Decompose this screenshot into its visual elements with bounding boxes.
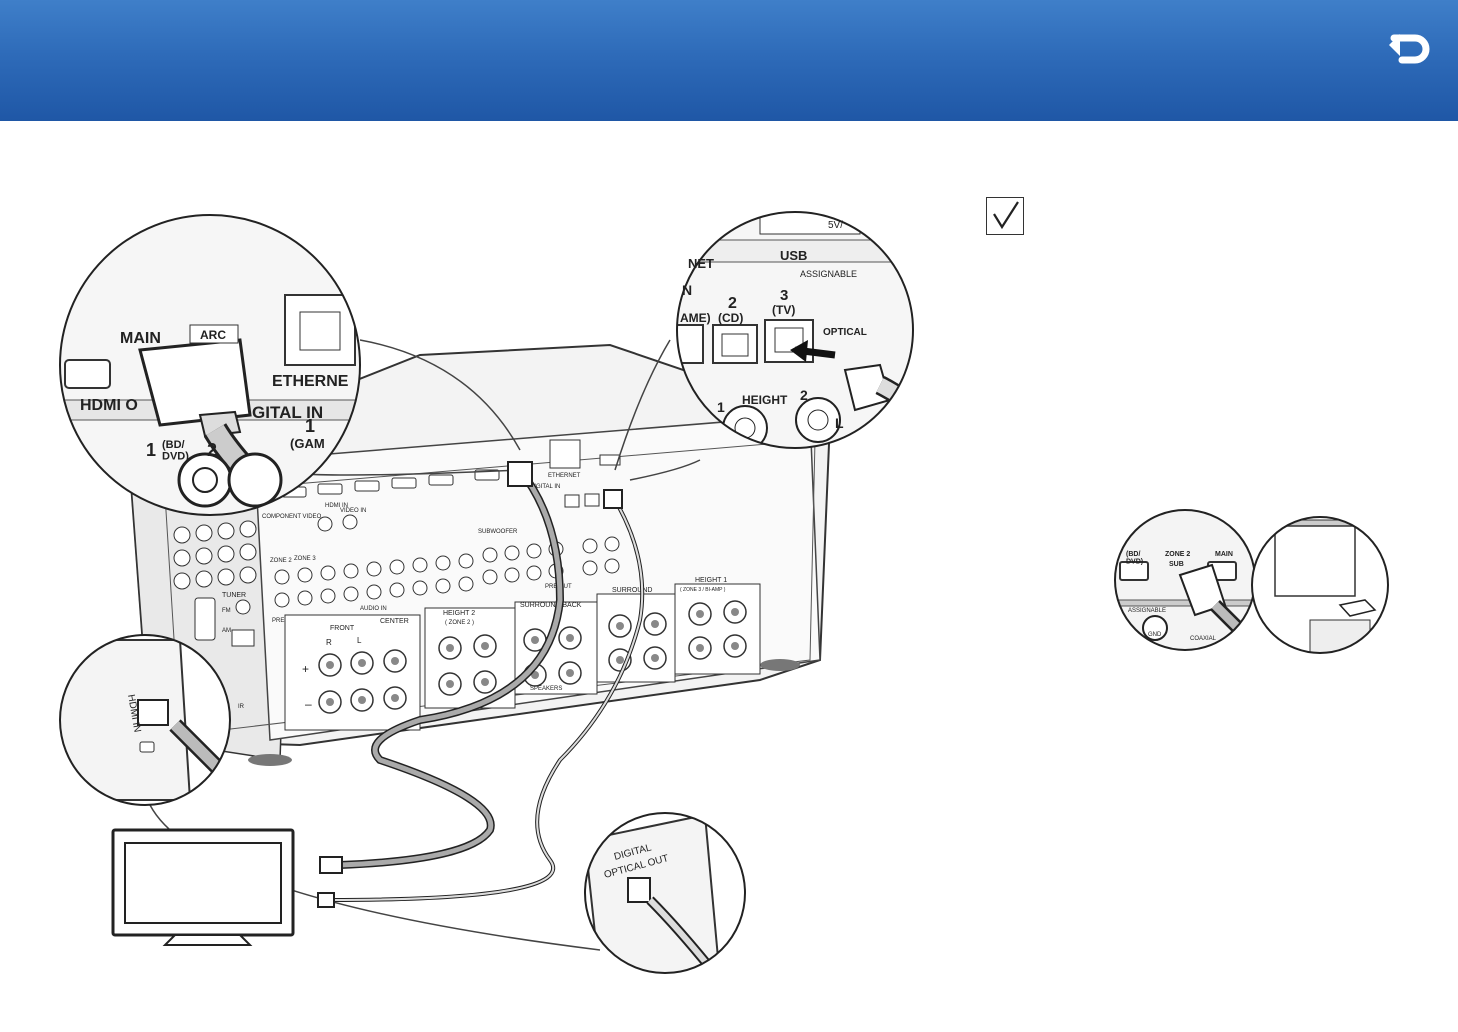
- inset-assignable-label: ASSIGNABLE: [1128, 608, 1166, 614]
- component-video-label: COMPONENT VIDEO: [262, 514, 322, 520]
- inset-coaxial-label: COAXIAL: [1190, 636, 1217, 642]
- hdmi-plug-tv: [319, 856, 343, 874]
- subwoofer-label: SUBWOOFER: [478, 529, 518, 535]
- diagram-svg: HDMI IN ETHERNET DIGITAL IN COMPONENT VI…: [59, 211, 1389, 974]
- am-antenna-terminal: [231, 629, 255, 647]
- assignable-label: ASSIGNABLE: [800, 269, 857, 279]
- height-zoom-label: HEIGHT: [742, 393, 788, 407]
- main-label: MAIN: [120, 330, 161, 347]
- in2-zoom-label: 2: [728, 295, 737, 312]
- check-box: [986, 197, 1024, 235]
- connection-diagram: HDMI IN ETHERNET DIGITAL IN COMPONENT VI…: [0, 121, 1458, 1032]
- height1-sub-label: ( ZONE 3 / BI-AMP ): [680, 587, 726, 593]
- usb-zoom-label: USB: [780, 248, 807, 263]
- optical-plug-tv: [317, 892, 335, 908]
- usb-port: [599, 454, 621, 466]
- back-button[interactable]: [1380, 20, 1440, 70]
- speaker-terminals: FRONT CENTER HEIGHT 2 ( ZONE 2 ) SURROUN…: [284, 577, 761, 731]
- n-label: N: [682, 282, 692, 298]
- front-label: FRONT: [330, 625, 355, 632]
- in1-label: 1: [146, 440, 156, 460]
- hdmi-out-label: HDMI O: [80, 397, 138, 414]
- tuner-label: TUNER: [222, 592, 246, 599]
- inset-gnd-label: GND: [1148, 632, 1162, 638]
- in2-label: 2: [207, 440, 217, 460]
- arc-label: ARC: [200, 328, 226, 342]
- height2-label: HEIGHT 2: [443, 610, 475, 617]
- optical-label: OPTICAL: [823, 327, 867, 338]
- height1-label: HEIGHT 1: [695, 577, 727, 584]
- net-label: NET: [688, 256, 714, 271]
- surround-label: SURROUND: [612, 587, 652, 594]
- l-zoom-label: L: [835, 415, 844, 431]
- zone3-label: ZONE 3: [294, 556, 316, 562]
- page-header: [0, 0, 1458, 121]
- tv-hdmi-zoom-circle: HDMI IN: [59, 634, 231, 806]
- front-r-label: R: [326, 638, 332, 647]
- height-2-label: 2: [800, 387, 808, 403]
- height-1-label: 1: [717, 399, 725, 415]
- projector-inset: (BD/DVD) ZONE 2 SUB MAIN ASSIGNABLE GND …: [1114, 509, 1389, 654]
- checkmark-icon: [993, 201, 1019, 230]
- fm-antenna-jack: [235, 599, 251, 615]
- ethernet-label: ETHERNET: [548, 473, 581, 479]
- audio-in-label: AUDIO IN: [360, 606, 387, 612]
- power-label: 5V/: [828, 220, 843, 231]
- gam-label: (GAM: [290, 436, 325, 451]
- inset-bd-dvd-label: (BD/DVD): [1126, 551, 1143, 565]
- in3-zoom-label: 3: [780, 287, 788, 304]
- digital-in-label: DIGITAL IN: [530, 484, 560, 490]
- hdmi-plug-receiver: [507, 461, 533, 487]
- undo-arrow-icon: [1389, 34, 1430, 64]
- hdmi-in-label: HDMI IN: [325, 503, 348, 509]
- tv-optical-zoom-circle: DIGITAL OPTICAL OUT: [584, 812, 746, 974]
- left-zoom-circle: MAIN ARC HDMI O ETHERNE GITAL IN 1 (BD/D…: [59, 214, 361, 516]
- rs232-port: [194, 597, 216, 641]
- cables: [149, 467, 645, 951]
- tv: [111, 828, 295, 946]
- ethernet-zoom-label: ETHERNE: [272, 373, 349, 390]
- zone2-label: ZONE 2: [270, 558, 292, 564]
- inset-main-label: MAIN: [1215, 551, 1233, 558]
- speakers-label: SPEAKERS: [530, 686, 562, 692]
- ame-label: AME): [680, 311, 711, 325]
- cd-label: (CD): [718, 311, 743, 325]
- am-label: AM: [222, 628, 231, 634]
- optical-plug-receiver: [603, 489, 623, 509]
- height2-zone-label: ( ZONE 2 ): [445, 620, 474, 626]
- video-in-label: VIDEO IN: [340, 508, 366, 514]
- ir-label: IR: [238, 704, 245, 710]
- plus-label: +: [302, 662, 309, 676]
- ethernet-port: [549, 439, 581, 469]
- gam-1-label: 1: [305, 416, 315, 436]
- inset-sub-label: SUB: [1169, 561, 1184, 568]
- center-label: CENTER: [380, 618, 409, 625]
- right-zoom-circle: USB 5V/ NET ASSIGNABLE N AME) 2 (CD) 3 (…: [676, 211, 914, 449]
- surround-back-label: SURROUND BACK: [520, 602, 582, 609]
- bd-dvd-label: (BD/DVD): [162, 439, 189, 463]
- inset-zone2-label: ZONE 2: [1165, 551, 1190, 558]
- digital-in-zoom-label: GITAL IN: [252, 403, 323, 422]
- video-in-jacks: [173, 514, 358, 590]
- tv-label: (TV): [772, 303, 795, 317]
- minus-label: –: [305, 697, 312, 711]
- front-l-label: L: [357, 636, 362, 645]
- fm-label: FM: [222, 608, 231, 614]
